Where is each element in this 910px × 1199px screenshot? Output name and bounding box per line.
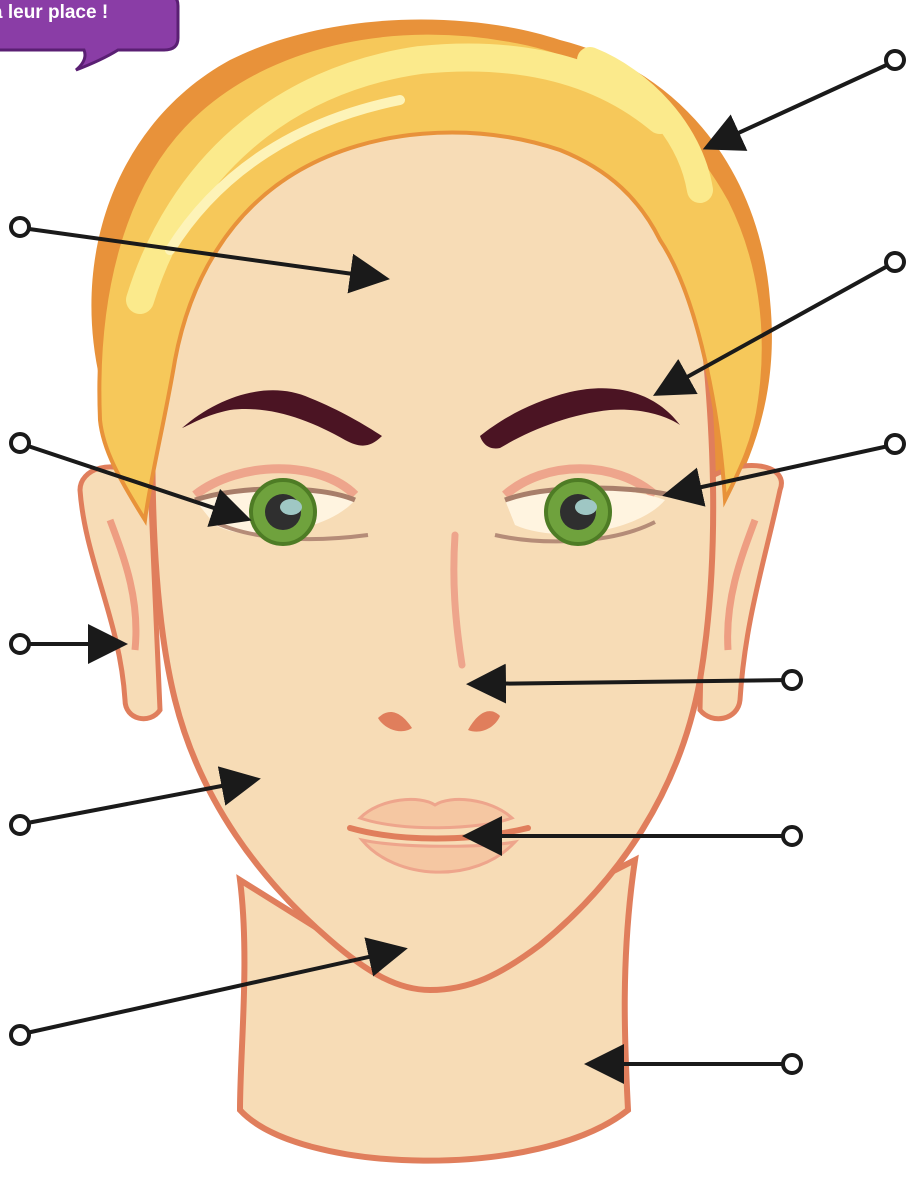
label-slot-hair[interactable] xyxy=(886,51,904,69)
label-slot-eyelid[interactable] xyxy=(886,435,904,453)
label-slot-cheek[interactable] xyxy=(11,816,29,834)
label-slot-forehead[interactable] xyxy=(11,218,29,236)
label-slot-chin[interactable] xyxy=(11,1026,29,1044)
label-slot-eyebrow[interactable] xyxy=(886,253,904,271)
label-slot-ear[interactable] xyxy=(11,635,29,653)
label-slot-neck[interactable] xyxy=(783,1055,801,1073)
arrow-hair xyxy=(710,62,893,146)
label-slot-nose[interactable] xyxy=(783,671,801,689)
label-slot-eye[interactable] xyxy=(11,434,29,452)
label-slot-mouth[interactable] xyxy=(783,827,801,845)
